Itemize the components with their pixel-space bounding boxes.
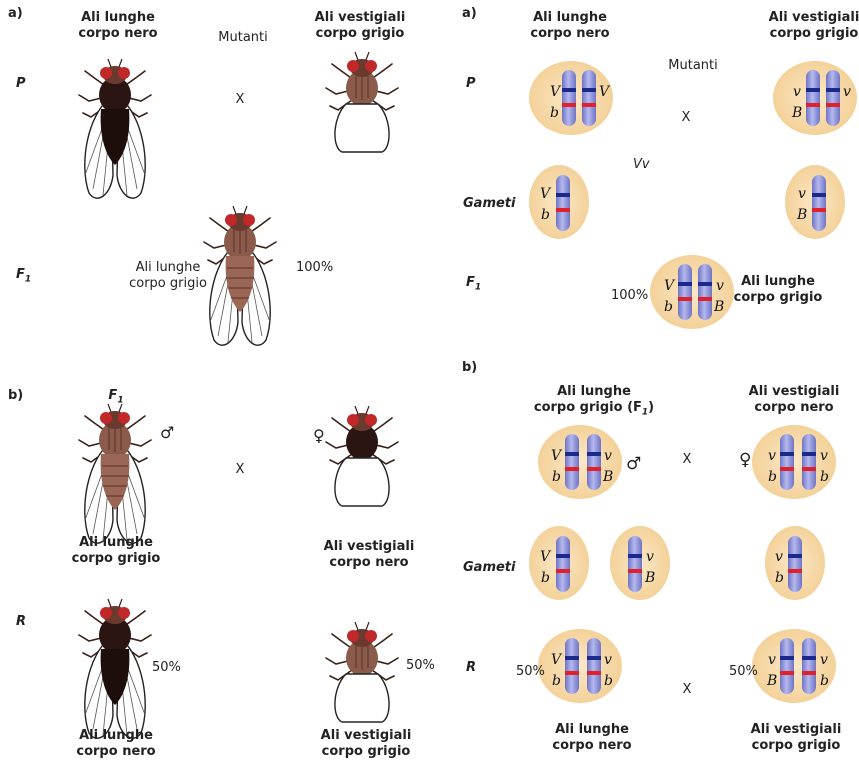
b-f1-tag: F1 <box>108 388 123 409</box>
r-generation-p: P <box>466 76 476 92</box>
allele-b: b <box>550 105 559 121</box>
r-right-percent: 50% <box>406 658 435 674</box>
r-right-label-1: Ali vestigiali <box>321 728 412 744</box>
allele-v: v <box>604 448 612 464</box>
allele-b: b <box>664 299 673 315</box>
r-mutanti-label: Mutanti <box>668 58 717 74</box>
fly-vestigial-black-b <box>326 406 398 506</box>
generation-f1: F1 <box>16 267 31 288</box>
generation-r: R <box>16 614 26 630</box>
allele-v: v <box>768 652 776 668</box>
allele-b: b <box>604 673 613 689</box>
allele-b: b <box>768 469 777 485</box>
r-left-percent: 50% <box>152 660 181 676</box>
allele-v: v <box>716 278 724 294</box>
chromosomes <box>556 70 840 694</box>
allele-v: v <box>646 549 654 565</box>
cross-symbol: X <box>236 92 245 108</box>
section-b-right: b) <box>462 360 477 376</box>
f1-label-2: corpo grigio <box>129 276 207 292</box>
r-r-right-label-2: corpo grigio <box>752 738 841 754</box>
r-cross-symbol: X <box>682 110 691 126</box>
allele-v: v <box>843 84 851 100</box>
r-r-right-label-1: Ali vestigiali <box>751 722 842 738</box>
allele-B: B <box>644 570 655 586</box>
allele-v: v <box>798 186 806 202</box>
section-a-left: a) <box>8 6 23 22</box>
r-cross-symbol-r: X <box>683 682 692 698</box>
r-f1-label-1: Ali lunghe <box>741 274 815 290</box>
b-left-label-2: corpo grigio <box>72 551 161 567</box>
p-right-label-2: corpo grigio <box>316 26 405 42</box>
r-p-right-label-1: Ali vestigiali <box>769 10 859 26</box>
allele-b: b <box>552 469 561 485</box>
r-r-right-percent: 50% <box>729 664 758 680</box>
allele-v: v <box>768 448 776 464</box>
r-r-left-percent: 50% <box>516 664 545 680</box>
allele-v: v <box>820 448 828 464</box>
fly-vestigial-grey-r <box>326 622 398 722</box>
allele-B: B <box>713 299 724 315</box>
r-r-left-label-2: corpo nero <box>552 738 631 754</box>
allele-b: b <box>541 207 550 223</box>
r-p-left-label-2: corpo nero <box>530 26 609 42</box>
b-right-label-2: corpo nero <box>329 555 408 571</box>
fly-long-black-p <box>79 59 151 198</box>
r-p-right-label-2: corpo grigio <box>770 26 859 42</box>
allele-v: v <box>820 652 828 668</box>
r-b-left-label-1: Ali lunghe <box>557 384 631 400</box>
allele-B: B <box>796 207 807 223</box>
r-r-left-label-1: Ali lunghe <box>555 722 629 738</box>
section-a-right: a) <box>462 6 477 22</box>
fly-long-grey-b <box>79 404 151 543</box>
f1-label-1: Ali lunghe <box>136 260 201 276</box>
fly-vestigial-grey-p <box>326 52 398 152</box>
r-female-symbol: ♀ <box>739 452 751 468</box>
section-b-left: b) <box>8 388 23 404</box>
mutanti-label: Mutanti <box>218 30 267 46</box>
vv-label: Vv <box>633 157 650 173</box>
allele-b: b <box>541 570 550 586</box>
allele-b: b <box>820 469 829 485</box>
gameti-label-b: Gameti <box>463 560 515 576</box>
b-right-label-1: Ali vestigiali <box>324 539 415 555</box>
female-symbol: ♀ <box>313 428 325 444</box>
allele-v: v <box>793 84 801 100</box>
allele-b: b <box>775 570 784 586</box>
r-generation-r: R <box>466 660 476 676</box>
b-left-label-1: Ali lunghe <box>79 535 153 551</box>
p-right-label-1: Ali vestigiali <box>315 10 406 26</box>
r-right-label-2: corpo grigio <box>322 744 411 760</box>
r-left-label-1: Ali lunghe <box>79 728 153 744</box>
r-b-left-label-2: corpo grigio (F1) <box>534 400 654 421</box>
allele-v: v <box>775 549 783 565</box>
p-left-label-1: Ali lunghe <box>81 10 155 26</box>
allele-b: b <box>552 673 561 689</box>
r-p-left-label-1: Ali lunghe <box>533 10 607 26</box>
allele-b: b <box>820 673 829 689</box>
r-f1-label-2: corpo grigio <box>734 290 823 306</box>
r-b-right-label-2: corpo nero <box>754 400 833 416</box>
allele-B: B <box>766 673 777 689</box>
generation-p: P <box>16 76 26 92</box>
cross-symbol-b: X <box>236 462 245 478</box>
male-symbol: ♂ <box>160 425 174 441</box>
cells <box>529 61 857 703</box>
r-cross-symbol-b: X <box>683 452 692 468</box>
allele-B: B <box>791 105 802 121</box>
r-f1-percent: 100% <box>611 288 648 304</box>
r-generation-f1: F1 <box>466 275 481 296</box>
r-b-right-label-1: Ali vestigiali <box>749 384 840 400</box>
r-left-label-2: corpo nero <box>76 744 155 760</box>
p-left-label-2: corpo nero <box>78 26 157 42</box>
fly-long-black-r <box>79 599 151 738</box>
f1-percent: 100% <box>296 260 333 276</box>
gameti-label: Gameti <box>463 196 515 212</box>
allele-B: B <box>602 469 613 485</box>
allele-v: v <box>604 652 612 668</box>
fly-long-grey-f1 <box>204 206 276 345</box>
r-male-symbol: ♂ <box>626 456 641 472</box>
